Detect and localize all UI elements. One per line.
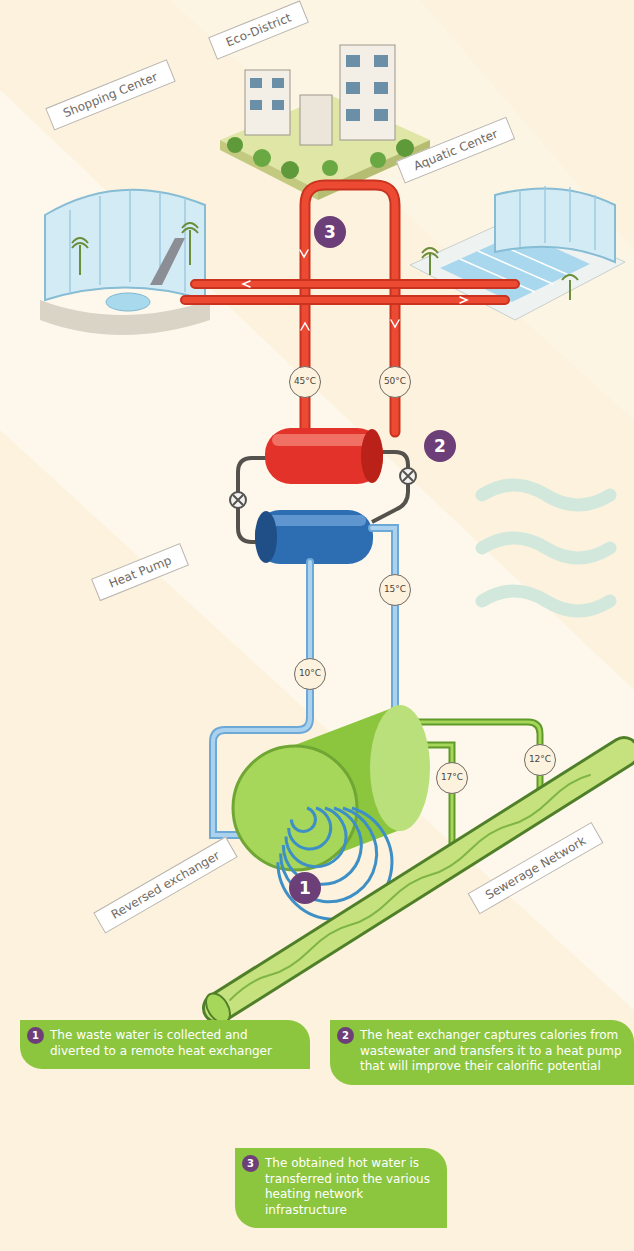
- eco-district-building: [370, 152, 386, 168]
- aquatic-center-building: [520, 186, 595, 250]
- shopping-center-building: [72, 238, 88, 275]
- step-note: 1 The waste water is collected and divert…: [20, 1020, 310, 1069]
- hot-water-pipes: [305, 185, 395, 432]
- callout-number: 1: [289, 872, 321, 904]
- eco-district-building: [300, 95, 332, 145]
- heat-pump-valve: [230, 468, 416, 508]
- eco-district-building: [250, 78, 262, 88]
- sewer-pipe: [218, 752, 624, 1008]
- exchanger-spiral-ring: [286, 808, 346, 867]
- water-waves: [482, 538, 610, 558]
- eco-district-building: [346, 82, 360, 94]
- water-waves: [482, 591, 610, 611]
- shopping-center-building: [70, 190, 185, 292]
- heat-pump-valve: [230, 492, 246, 508]
- eco-district-building: [322, 160, 338, 176]
- aquatic-center-building: [422, 248, 438, 275]
- eco-district-building: [346, 55, 360, 67]
- heat-pump-valve: [403, 471, 413, 481]
- shopping-center-building: [182, 223, 198, 265]
- reversed-exchanger-body: [370, 705, 430, 831]
- temperature-badge: 50°C: [379, 366, 411, 398]
- hot-water-pipes: [185, 284, 515, 300]
- shopping-center-building: [150, 238, 185, 285]
- callout-number: 2: [424, 430, 456, 462]
- temperature-badge: 17°C: [436, 762, 468, 794]
- hot-water-pipes: [243, 250, 467, 330]
- eco-district-building: [374, 109, 388, 121]
- heat-pump-evaporator: [255, 511, 277, 563]
- eco-district-building: [346, 109, 360, 121]
- eco-district-building: [245, 70, 290, 135]
- background: [170, 0, 634, 420]
- eco-district-building: [220, 95, 430, 190]
- hot-water-pipes: [305, 185, 395, 432]
- heat-pump-condenser: [361, 429, 383, 483]
- eco-district-building: [281, 161, 299, 179]
- heat-pump-evaporator: [255, 510, 373, 564]
- water-waves: [482, 485, 610, 505]
- eco-district-building: [250, 100, 262, 110]
- eco-district-building: [220, 45, 430, 200]
- heat-pump-condenser: [265, 428, 383, 484]
- step-note: 2 The heat exchanger captures calories fr…: [330, 1020, 634, 1085]
- eco-district-building: [374, 82, 388, 94]
- temperature-text: 45°C: [294, 367, 316, 396]
- eco-district-building: [272, 78, 284, 88]
- sewer-pipe: [230, 775, 590, 1000]
- background: [0, 90, 634, 1010]
- eco-district-building: [272, 100, 284, 110]
- heat-pump-valve: [400, 468, 416, 484]
- exchanger-spiral-ring: [289, 808, 331, 849]
- shopping-center-building: [106, 293, 150, 311]
- step-number: 2: [337, 1027, 354, 1044]
- temperature-text: 12°C: [529, 745, 551, 774]
- shopping-center-building: [40, 190, 210, 335]
- temperature-badge: 10°C: [294, 658, 326, 690]
- temperature-text: 15°C: [384, 575, 406, 604]
- heat-pump-condenser: [265, 428, 383, 484]
- step-number: 1: [27, 1027, 44, 1044]
- exchanger-spiral-ring: [291, 808, 315, 831]
- heat-pump-evaporator: [262, 515, 366, 526]
- step-text: The obtained hot water is transferred in…: [265, 1156, 435, 1218]
- heat-pump-valve: [233, 495, 243, 505]
- temperature-text: 10°C: [299, 659, 321, 688]
- temperature-text: 50°C: [384, 367, 406, 396]
- reversed-exchanger-body: [233, 746, 357, 870]
- temperature-text: 17°C: [441, 763, 463, 792]
- hot-water-pipes: [185, 284, 515, 300]
- aquatic-center-building: [495, 188, 615, 262]
- water-waves: [482, 485, 610, 611]
- eco-district-building: [340, 45, 395, 140]
- sewer-pipe: [201, 752, 624, 1027]
- heat-pump-condenser: [272, 434, 376, 446]
- temperature-badge: 15°C: [379, 574, 411, 606]
- temperature-badge: 12°C: [524, 744, 556, 776]
- sewer-pipe: [218, 752, 624, 1008]
- eco-district-building: [253, 149, 271, 167]
- callout-number: 3: [314, 216, 346, 248]
- step-text: The heat exchanger captures calories fro…: [360, 1028, 622, 1075]
- hot-water-pipes: [185, 185, 515, 432]
- step-note: 3 The obtained hot water is transferred i…: [235, 1148, 447, 1228]
- aquatic-center-building: [562, 275, 578, 300]
- eco-district-building: [374, 55, 388, 67]
- step-text: The waste water is collected and diverte…: [50, 1028, 298, 1059]
- exchanger-spiral-ring: [283, 808, 361, 884]
- step-number: 3: [242, 1155, 259, 1172]
- eco-district-building: [227, 137, 243, 153]
- shopping-center-building: [45, 190, 205, 300]
- temperature-badge: 45°C: [289, 366, 321, 398]
- heat-pump-evaporator: [255, 510, 373, 564]
